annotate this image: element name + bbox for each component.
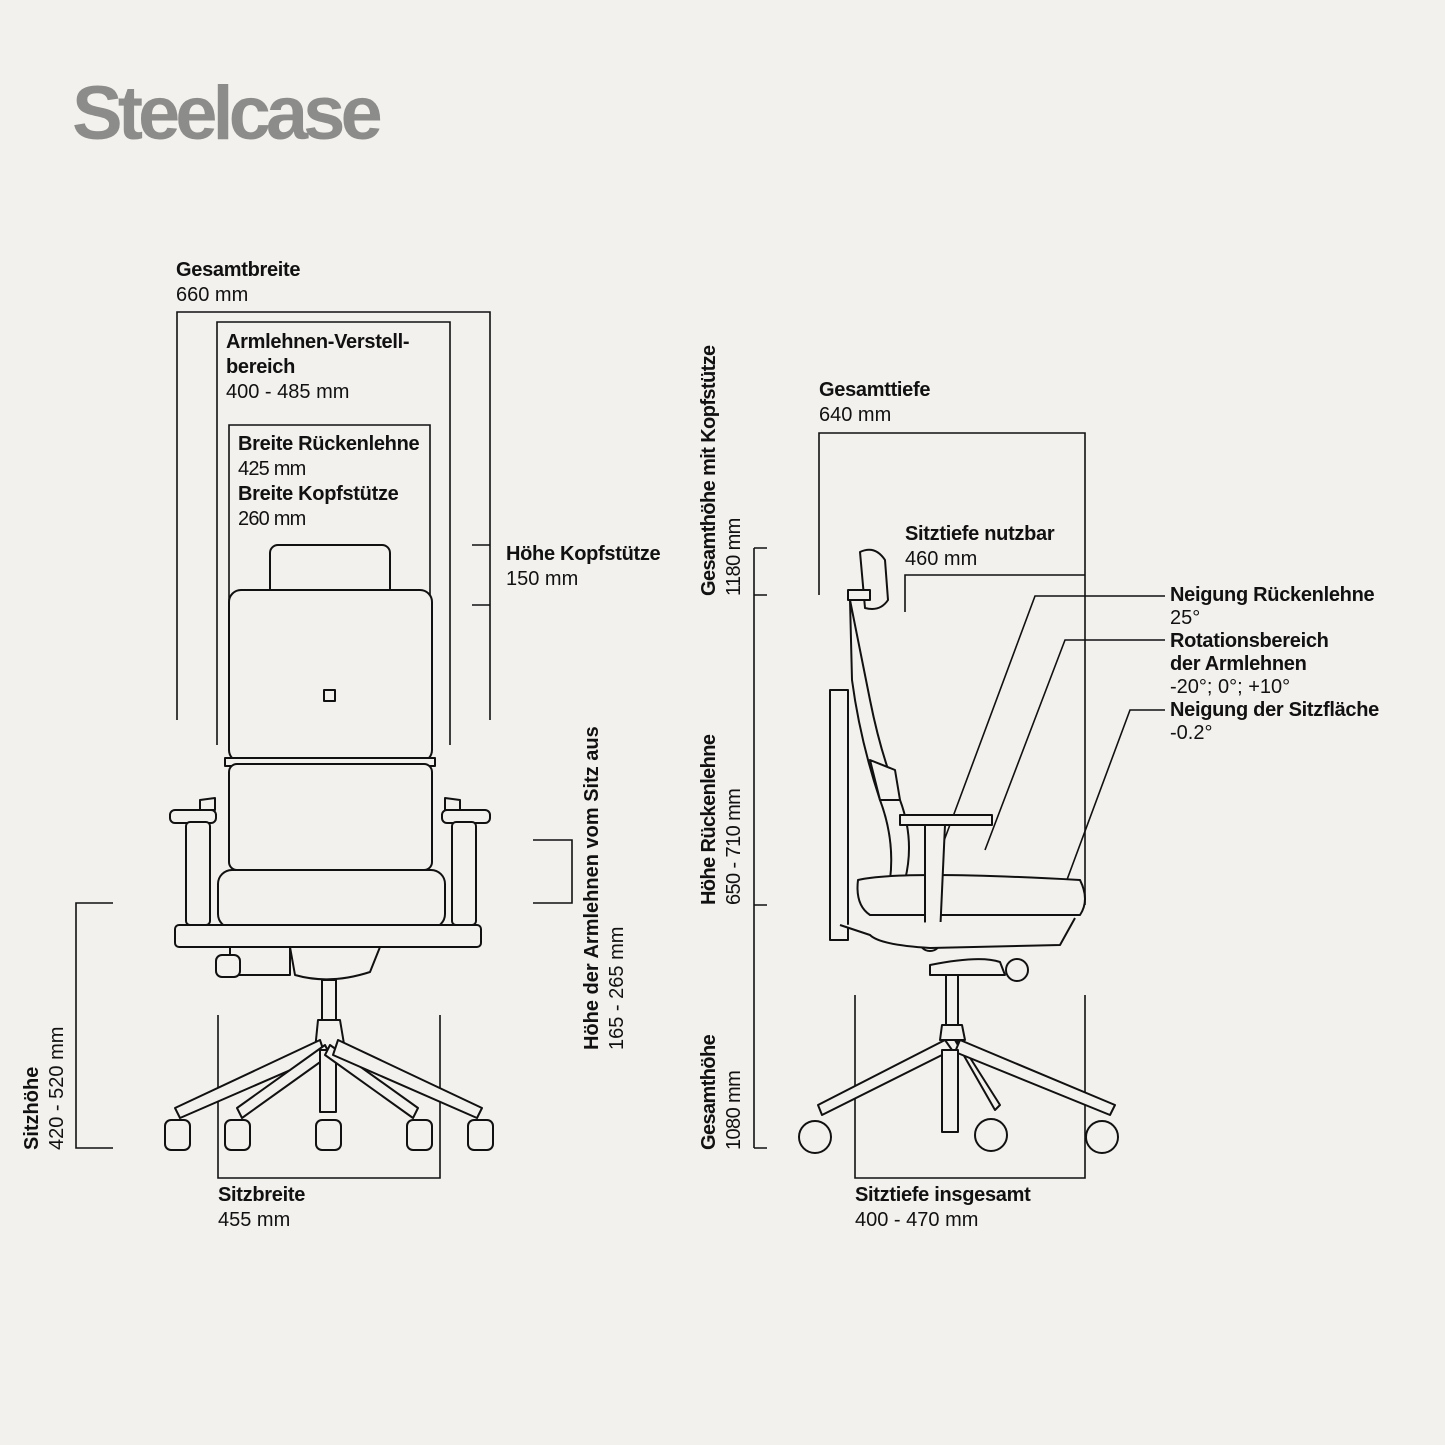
- overall-depth-label: Gesamttiefe 640 mm: [819, 378, 931, 428]
- armrest-range-value: 400 - 485 mm: [226, 381, 350, 403]
- side-dimension-lines: [753, 432, 1165, 1179]
- seat-tilt-value: -0.2°: [1170, 722, 1213, 744]
- seat-tilt-title: Neigung der Sitzfläche: [1170, 699, 1379, 721]
- headrest-height-value: 150 mm: [506, 568, 579, 590]
- overall-width-label: Gesamtbreite 660 mm: [176, 258, 301, 308]
- height-with-headrest-value: 1180 mm: [723, 518, 745, 596]
- back-height-value: 650 - 710 mm: [723, 788, 745, 905]
- seat-width-value: 455 mm: [218, 1209, 291, 1231]
- front-chair-view: [164, 544, 494, 1151]
- back-width-title: Breite Rückenlehne: [238, 433, 420, 455]
- overall-height-value: 1080 mm: [723, 1070, 745, 1150]
- headrest-height-title: Höhe Kopfstütze: [506, 543, 661, 565]
- total-seat-depth-title: Sitztiefe insgesamt: [855, 1184, 1031, 1206]
- height-with-headrest-label: Gesamthöhe mit Kopfstütze 1180 mm: [697, 288, 747, 596]
- seat-height-value: 420 - 520 mm: [46, 1026, 68, 1150]
- total-seat-depth-value: 400 - 470 mm: [855, 1209, 979, 1231]
- armrest-height-title: Höhe der Armlehnen vom Sitz aus: [581, 726, 603, 1050]
- overall-height-label: Gesamthöhe 1080 mm: [697, 1000, 747, 1150]
- armrest-height-value: 165 - 265 mm: [606, 926, 628, 1050]
- angle-labels: Neigung Rückenlehne 25° Rotationsbereich…: [1170, 584, 1379, 745]
- arm-rotation-value: -20°; 0°; +10°: [1170, 676, 1291, 698]
- side-chair-view: [798, 548, 1119, 1154]
- steelcase-logo: Steelcase: [72, 71, 383, 156]
- overall-height-title: Gesamthöhe: [698, 1034, 720, 1150]
- usable-seat-depth-title: Sitztiefe nutzbar: [905, 523, 1055, 545]
- headrest-width-value: 260 mm: [238, 508, 306, 530]
- usable-seat-depth-value: 460 mm: [905, 548, 978, 570]
- height-with-headrest-title: Gesamthöhe mit Kopfstütze: [698, 345, 720, 596]
- arm-rotation-title-2: der Armlehnen: [1170, 653, 1307, 675]
- overall-depth-title: Gesamttiefe: [819, 379, 931, 401]
- armrest-range-title-1: Armlehnen-Verstell-: [226, 331, 410, 353]
- seat-height-title: Sitzhöhe: [21, 1066, 43, 1150]
- back-height-label: Höhe Rückenlehne 650 - 710 mm: [697, 690, 747, 905]
- back-width-value: 425 mm: [238, 458, 306, 480]
- arm-rotation-title-1: Rotationsbereich: [1170, 630, 1329, 652]
- seat-width-title: Sitzbreite: [218, 1184, 306, 1206]
- armrest-range-title-2: bereich: [226, 356, 296, 378]
- back-tilt-value: 25°: [1170, 607, 1201, 629]
- armrest-height-label: Höhe der Armlehnen vom Sitz aus 165 - 26…: [580, 675, 630, 1050]
- back-width-label: Breite Rückenlehne 425 mm Breite Kopfstü…: [238, 432, 420, 532]
- back-tilt-title: Neigung Rückenlehne: [1170, 584, 1375, 606]
- back-height-title: Höhe Rückenlehne: [698, 734, 720, 905]
- armrest-range-label: Armlehnen-Verstell- bereich 400 - 485 mm: [226, 330, 410, 405]
- overall-depth-value: 640 mm: [819, 404, 892, 426]
- seat-height-label: Sitzhöhe 420 - 520 mm: [20, 1000, 70, 1150]
- headrest-height-label: Höhe Kopfstütze 150 mm: [506, 542, 661, 592]
- headrest-width-title: Breite Kopfstütze: [238, 483, 399, 505]
- usable-seat-depth-label: Sitztiefe nutzbar 460 mm: [905, 522, 1055, 572]
- seat-width-label: Sitzbreite 455 mm: [218, 1183, 305, 1233]
- overall-width-title: Gesamtbreite: [176, 259, 301, 281]
- overall-width-value: 660 mm: [176, 284, 249, 306]
- total-seat-depth-label: Sitztiefe insgesamt 400 - 470 mm: [855, 1183, 1031, 1233]
